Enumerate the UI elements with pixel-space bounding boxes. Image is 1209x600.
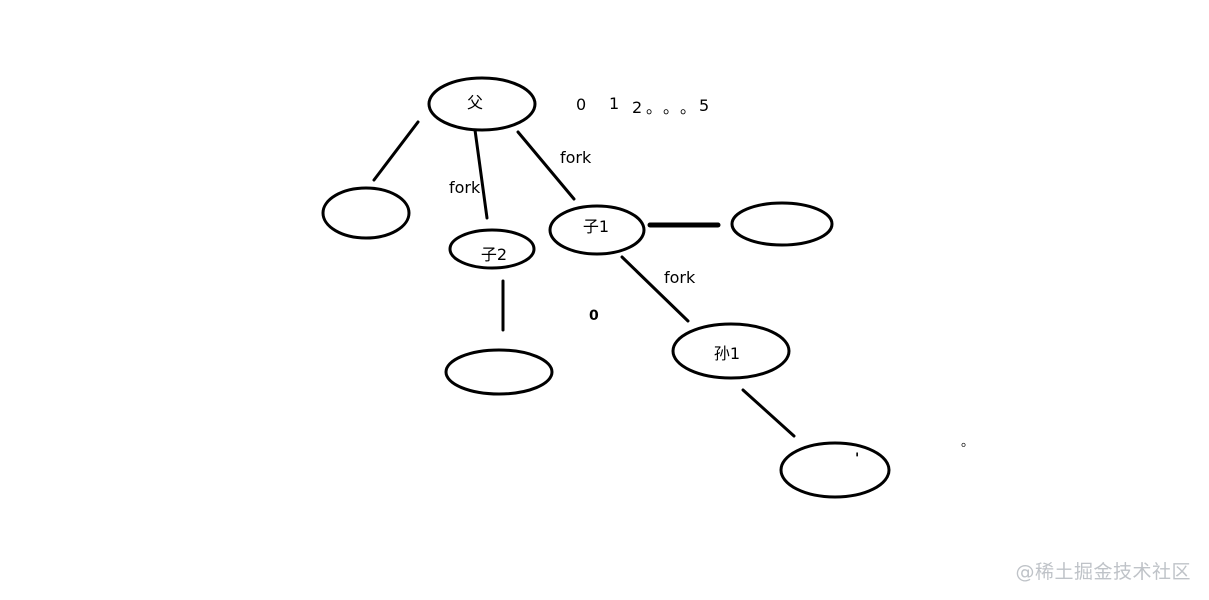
node-blank-left	[321, 186, 411, 240]
sequence-item: 0	[576, 95, 586, 114]
stray-mark-zero: 0	[589, 308, 599, 324]
edge-label-parent-to-child1: fork	[560, 148, 592, 167]
edge-grandchild1-to-blank-below	[741, 388, 796, 438]
sequence-item: 。	[680, 98, 696, 117]
edge-parent-to-child1	[516, 130, 576, 201]
node-blank-below-grandchild1	[779, 441, 891, 499]
node-child1: 子1	[548, 204, 646, 256]
stray-mark-tick: '	[855, 451, 859, 467]
sequence-item: 1	[609, 94, 619, 113]
node-parent-label: 父	[467, 93, 483, 112]
node-parent: 父	[427, 76, 537, 132]
edge-parent-to-child2	[473, 128, 489, 220]
sequence-text: 0 1 2 。 。 。 5	[576, 94, 709, 117]
edge-label-parent-to-child2: fork	[449, 178, 481, 197]
sequence-item: 。	[663, 98, 679, 117]
sequence-item: 。	[646, 98, 662, 117]
node-blank-below-child2	[444, 348, 554, 396]
node-child1-label: 子1	[583, 217, 609, 236]
sequence-item: 2	[632, 98, 642, 117]
node-grandchild1: 孙1	[671, 322, 791, 380]
sequence-item: 5	[699, 96, 709, 115]
edge-parent-to-blank-left	[372, 120, 420, 182]
node-child2: 子2	[448, 228, 536, 270]
watermark: @稀土掘金技术社区	[1015, 561, 1191, 583]
stray-mark-small-circle: 。	[961, 435, 974, 450]
node-grandchild1-label: 孙1	[714, 344, 740, 363]
node-child2-label: 子2	[481, 245, 507, 264]
node-blank-right-of-child1	[730, 201, 834, 247]
edge-child1-to-grandchild1	[620, 255, 690, 323]
edge-label-child1-to-grandchild1: fork	[664, 268, 696, 287]
